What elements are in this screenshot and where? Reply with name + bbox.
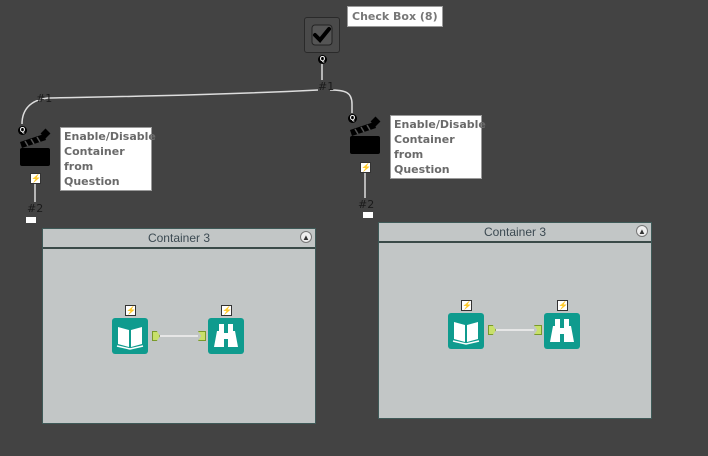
wire-to-left-action	[21, 89, 319, 125]
left-action-tool[interactable]	[18, 128, 54, 168]
checkmark-icon	[311, 24, 333, 46]
right-action-bolt-anchor[interactable]: ⚡	[360, 162, 371, 173]
right-container-input-anchor[interactable]	[363, 212, 373, 218]
input-tool-bolt[interactable]: ⚡	[125, 305, 136, 316]
left-action-bolt-anchor[interactable]: ⚡	[30, 173, 41, 184]
output-anchor[interactable]	[152, 331, 160, 341]
collapse-icon[interactable]: ▲	[300, 231, 312, 243]
input-data-tool[interactable]	[448, 313, 484, 349]
wire-label-right-out: #2	[358, 198, 375, 211]
browse-tool[interactable]	[544, 313, 580, 349]
connection-line[interactable]	[496, 329, 534, 331]
browse-tool-bolt[interactable]: ⚡	[557, 300, 568, 311]
browse-tool[interactable]	[208, 318, 244, 354]
wire-label-branch: #1	[318, 80, 335, 93]
connection-line[interactable]	[160, 335, 198, 337]
book-icon	[116, 327, 144, 350]
container-title: Container 3	[483, 225, 547, 239]
container-left[interactable]: Container 3 ▲	[42, 228, 316, 424]
browse-tool-bolt[interactable]: ⚡	[221, 305, 232, 316]
input-data-tool[interactable]	[112, 318, 148, 354]
checkbox-tool[interactable]	[304, 17, 340, 53]
wire-label-left-out: #2	[27, 202, 44, 215]
input-tool-bolt[interactable]: ⚡	[461, 300, 472, 311]
wire-label-left-in: #1	[36, 92, 53, 105]
binoculars-icon	[214, 324, 238, 347]
clapperboard-icon	[350, 116, 381, 154]
question-anchor[interactable]: Q	[318, 55, 327, 64]
checkbox-annotation: Check Box (8)	[347, 6, 443, 27]
clapperboard-icon	[20, 128, 51, 166]
binoculars-icon	[550, 319, 574, 342]
book-icon	[452, 322, 480, 345]
wire-to-right-action	[329, 89, 353, 113]
container-header[interactable]: Container 3 ▲	[379, 223, 651, 243]
container-right[interactable]: Container 3 ▲	[378, 222, 652, 419]
collapse-icon[interactable]: ▲	[636, 225, 648, 237]
container-title: Container 3	[147, 231, 211, 245]
left-action-annotation: Enable/Disable Container from Question	[60, 127, 156, 191]
container-header[interactable]: Container 3 ▲	[43, 229, 315, 249]
right-action-tool[interactable]	[348, 116, 384, 156]
right-action-question-anchor[interactable]: Q	[348, 114, 357, 123]
left-action-question-anchor[interactable]: Q	[18, 126, 27, 135]
output-anchor[interactable]	[488, 325, 496, 335]
right-action-annotation: Enable/Disable Container from Question	[390, 115, 486, 179]
left-container-input-anchor[interactable]	[26, 217, 36, 223]
